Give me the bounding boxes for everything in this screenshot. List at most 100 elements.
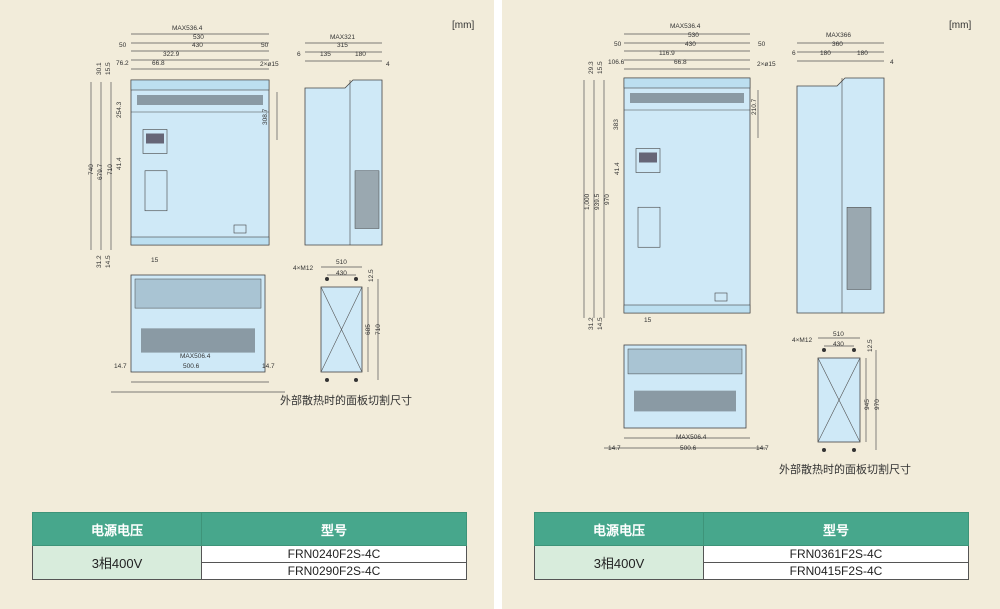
dimension-label: 2×ø15 xyxy=(260,61,279,68)
dimension-label: MAX321 xyxy=(330,34,355,41)
dimension-label-vertical: 15.5 xyxy=(597,61,604,74)
header-model: 型号 xyxy=(703,512,969,546)
dimension-label: 50 xyxy=(614,41,622,48)
header-voltage: 电源电压 xyxy=(32,512,202,546)
dimension-label: 50 xyxy=(119,42,127,49)
dimension-label-vertical: 14.5 xyxy=(597,317,604,330)
dimension-label: 500.6 xyxy=(183,363,200,370)
front-view xyxy=(623,77,751,314)
dimension-label: 66.8 xyxy=(152,60,165,67)
dimension-label: 430 xyxy=(336,270,347,277)
dimension-label: 430 xyxy=(833,341,844,348)
voltage-cell: 3相400V xyxy=(534,545,704,580)
dimension-label: MAX536.4 xyxy=(670,23,701,30)
technical-drawing xyxy=(583,33,885,452)
bottom-view xyxy=(604,344,766,449)
dimension-label: 180 xyxy=(857,50,868,57)
right-spec-panel: [mm] MAX536.4 530 50 430 50 116.9 106.6 66.8 2×ø1… xyxy=(502,0,1000,609)
dimension-label: 6 xyxy=(792,50,796,57)
dimension-label: 4 xyxy=(386,61,390,68)
dimension-label-vertical: 29.3 xyxy=(588,61,595,74)
dimension-label-vertical: 710 xyxy=(107,164,114,175)
dimension-label: 2×ø15 xyxy=(757,61,776,68)
dimension-label: 510 xyxy=(336,259,347,266)
dimension-label-vertical: 12.5 xyxy=(867,339,874,352)
dimension-label-vertical: 31.2 xyxy=(588,317,595,330)
voltage-cell: 3相400V xyxy=(32,545,202,580)
dimension-label-vertical: 970 xyxy=(874,399,881,410)
header-voltage: 电源电压 xyxy=(534,512,704,546)
dimension-label: MAX536.4 xyxy=(172,25,203,32)
dimension-label: 530 xyxy=(688,32,699,39)
panel-cutout xyxy=(320,266,379,382)
dimension-label-vertical: 740 xyxy=(88,164,95,175)
dimension-label: 135 xyxy=(320,51,331,58)
dimension-label: 530 xyxy=(193,34,204,41)
dimension-label-vertical: 308.7 xyxy=(262,108,269,125)
dimension-label-vertical: 679.7 xyxy=(97,163,104,180)
dimension-label: 180 xyxy=(355,51,366,58)
dimension-label: 15 xyxy=(151,257,159,264)
dimension-label: 14.7 xyxy=(262,363,275,370)
dimension-label: 360 xyxy=(832,41,843,48)
dimension-label: MAX506.4 xyxy=(676,434,707,441)
dimension-label-vertical: 383 xyxy=(613,119,620,130)
dimension-label: 4 xyxy=(890,59,894,66)
dimension-label: 50 xyxy=(261,42,269,49)
dimension-label: 14.7 xyxy=(114,363,127,370)
dimension-label: 4×M12 xyxy=(792,337,813,344)
dimension-label: 14.7 xyxy=(756,445,769,452)
dimension-label: 50 xyxy=(758,41,766,48)
left-spec-panel: [mm] MAX536.4 530 50 430 50 322.9 76.2 66.8 2×ø15… xyxy=(0,0,494,609)
dimension-label-vertical: 939.5 xyxy=(594,193,601,210)
side-view xyxy=(304,79,383,246)
model-cell: FRN0415F2S-4C xyxy=(703,562,969,580)
technical-drawing xyxy=(90,33,383,393)
dimension-label: MAX366 xyxy=(826,32,851,39)
dimension-label-vertical: 210.7 xyxy=(751,98,758,115)
dimension-label: 14.7 xyxy=(608,445,621,452)
front-view xyxy=(130,79,270,246)
dimension-label: 430 xyxy=(192,42,203,49)
dimension-label-vertical: 685 xyxy=(365,324,372,335)
dimension-label: 180 xyxy=(820,50,831,57)
cutout-caption: 外部散热时的面板切割尺寸 xyxy=(280,395,412,407)
header-model: 型号 xyxy=(201,512,467,546)
cutout-caption: 外部散热时的面板切割尺寸 xyxy=(779,464,911,476)
model-cell: FRN0290F2S-4C xyxy=(201,562,467,580)
dimension-label: MAX506.4 xyxy=(180,353,211,360)
dimension-label-vertical: 14.5 xyxy=(105,255,112,268)
dimension-label-vertical: 41.4 xyxy=(614,162,621,175)
unit-label: [mm] xyxy=(452,20,475,31)
dimension-label-vertical: 31.2 xyxy=(96,255,103,268)
dimension-label: 315 xyxy=(337,42,348,49)
dimension-label-vertical: 970 xyxy=(604,194,611,205)
dimension-label: 510 xyxy=(833,331,844,338)
dimension-label: 66.8 xyxy=(674,59,687,66)
dimension-label: 106.6 xyxy=(608,59,625,66)
model-cell: FRN0361F2S-4C xyxy=(703,545,969,563)
unit-label: [mm] xyxy=(949,20,972,31)
dimension-label: 116.9 xyxy=(659,50,675,57)
dimension-label: 4×M12 xyxy=(293,265,314,272)
model-cell: FRN0240F2S-4C xyxy=(201,545,467,563)
dimension-label-vertical: 710 xyxy=(375,324,382,335)
dimension-label-vertical: 41.4 xyxy=(116,157,123,170)
panel-cutout xyxy=(817,337,877,452)
dimension-label-vertical: 254.3 xyxy=(116,101,123,118)
dimension-label-vertical: 30.1 xyxy=(96,62,103,75)
side-view xyxy=(796,77,885,314)
dimension-label: 322.9 xyxy=(163,51,180,58)
bottom-view xyxy=(111,274,285,393)
dimension-label-vertical: 15.5 xyxy=(105,62,112,75)
dimension-label: 6 xyxy=(297,51,301,58)
dimension-label: 500.6 xyxy=(680,445,697,452)
dimension-label: 430 xyxy=(685,41,696,48)
dimension-label-vertical: 1,000 xyxy=(584,193,591,210)
dimension-label: 15 xyxy=(644,317,652,324)
dimension-label-vertical: 945 xyxy=(864,399,871,410)
dimension-label-vertical: 12.5 xyxy=(368,269,375,282)
dimension-label: 76.2 xyxy=(116,60,129,67)
